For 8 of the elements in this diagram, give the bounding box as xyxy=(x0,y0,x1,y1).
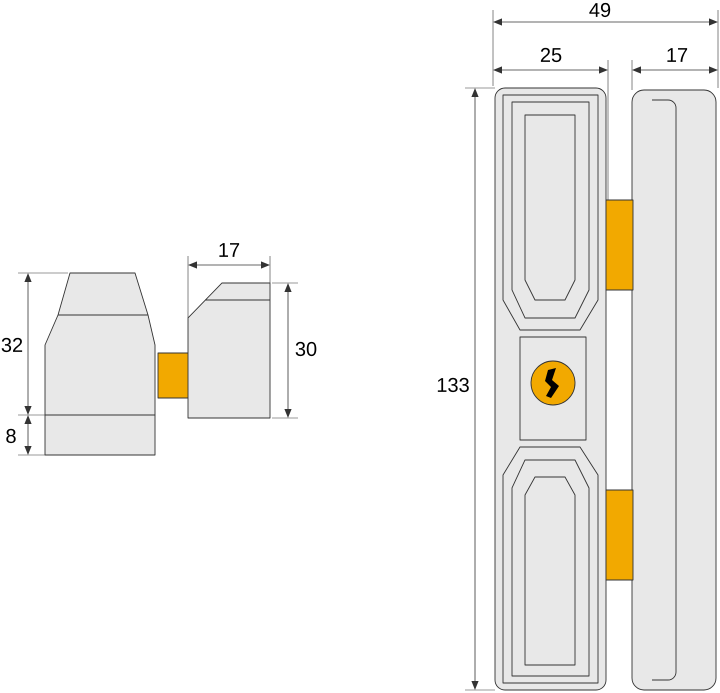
dimension-label: 17 xyxy=(664,47,690,63)
dimension-label: 8 xyxy=(4,428,18,444)
dimension-label: 30 xyxy=(294,340,318,358)
dimension-label: 49 xyxy=(588,2,612,18)
dimension-label: 32 xyxy=(0,336,24,354)
dimension-label: 17 xyxy=(216,242,242,258)
dimension-label: 133 xyxy=(435,376,471,394)
dimension-label: 25 xyxy=(538,46,564,64)
